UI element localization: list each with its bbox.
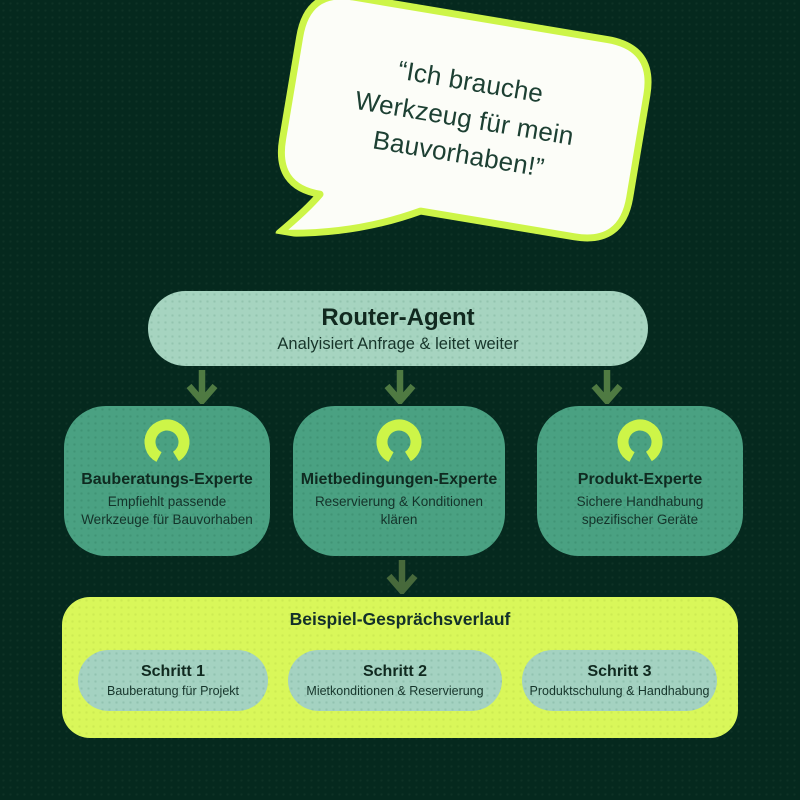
down-arrow-icon [384,370,416,404]
conversation-step-1: Schritt 1 Bauberatung für Projekt [78,650,268,711]
expert-title: Bauberatungs-Experte [81,471,253,488]
step-title: Schritt 1 [140,663,205,680]
expert-subtitle: Empfiehlt passende Werkzeuge für Bauvorh… [81,494,253,528]
conversation-step-3: Schritt 3 Produktschulung & Handhabung [522,650,717,711]
router-agent-box: Router-Agent Analyisiert Anfrage & leite… [148,291,648,366]
agent-ring-icon [617,419,663,465]
speech-bubble: “Ich brauche Werkzeug für mein Bauvorhab… [253,0,661,291]
step-subtitle: Produktschulung & Handhabung [529,684,710,698]
conversation-panel: Beispiel-Gesprächsverlauf Schritt 1 Baub… [62,597,738,738]
expert-subtitle: Reservierung & Konditionen klären [314,494,484,528]
router-agent-title: Router-Agent [321,303,475,331]
step-subtitle: Bauberatung für Projekt [106,684,240,698]
agent-ring-icon [376,419,422,465]
expert-title: Produkt-Experte [577,471,703,488]
router-agent-subtitle: Analyisiert Anfrage & leitet weiter [277,334,519,353]
conversation-panel-title: Beispiel-Gesprächsverlauf [289,609,511,629]
expert-card-produkt: Produkt-Experte Sichere Handhabung spezi… [537,406,743,556]
expert-subtitle: Sichere Handhabung spezifischer Geräte [576,494,704,528]
step-title: Schritt 3 [587,663,652,680]
conversation-step-2: Schritt 2 Mietkonditionen & Reservierung [288,650,502,711]
expert-card-bauberatung: Bauberatungs-Experte Empfiehlt passende … [64,406,270,556]
step-subtitle: Mietkonditionen & Reservierung [306,684,484,698]
step-title: Schritt 2 [362,663,427,680]
agent-ring-icon [144,419,190,465]
speech-bubble-shape-icon [275,0,652,242]
expert-card-mietbedingungen: Mietbedingungen-Experte Reservierung & K… [293,406,505,556]
down-arrow-icon [386,560,418,594]
down-arrow-icon [186,370,218,404]
expert-title: Mietbedingungen-Experte [300,471,498,488]
down-arrow-icon [591,370,623,404]
